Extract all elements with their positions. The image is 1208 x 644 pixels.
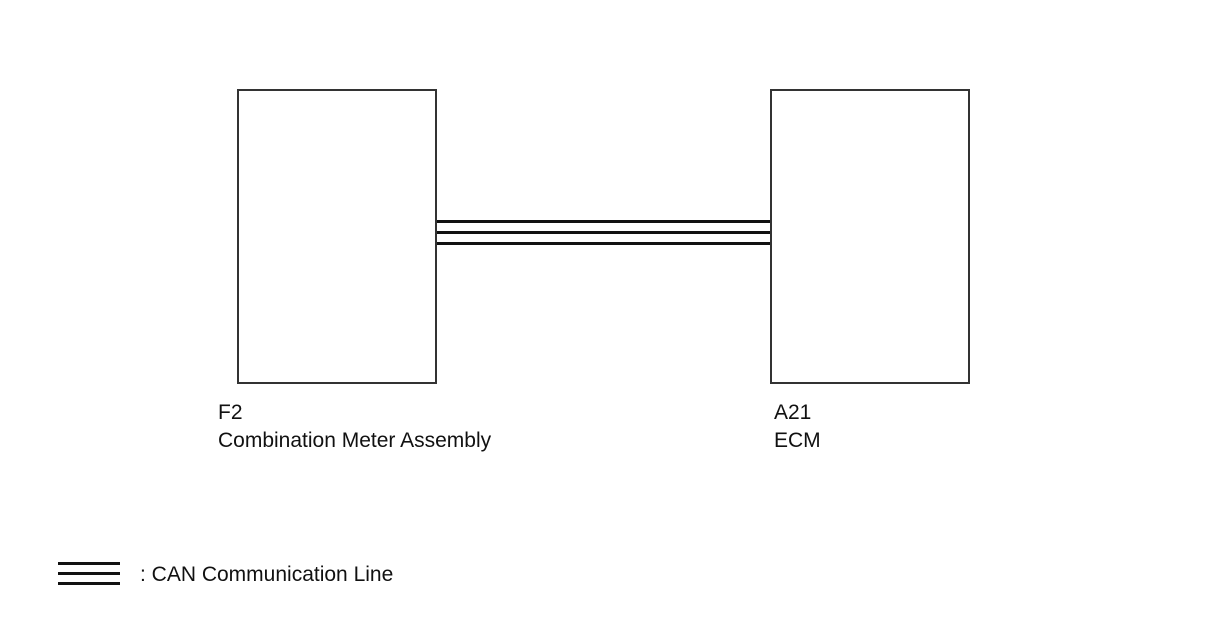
can-wire-3	[437, 242, 770, 245]
legend-text: : CAN Communication Line	[140, 563, 394, 586]
ecm-name: ECM	[774, 429, 821, 452]
can-wire-1	[437, 220, 770, 223]
combination-meter-code: F2	[218, 401, 243, 424]
combination-meter-label: F2 Combination Meter Assembly	[218, 399, 491, 455]
ecm-box	[770, 89, 970, 384]
combination-meter-name: Combination Meter Assembly	[218, 429, 492, 452]
ecm-code: A21	[774, 401, 812, 424]
legend-wire-1	[58, 562, 120, 565]
can-wire-2	[437, 231, 770, 234]
ecm-label: A21 ECM	[774, 399, 821, 455]
legend-wire-3	[58, 582, 120, 585]
legend-wire-2	[58, 572, 120, 575]
combination-meter-box	[237, 89, 437, 384]
